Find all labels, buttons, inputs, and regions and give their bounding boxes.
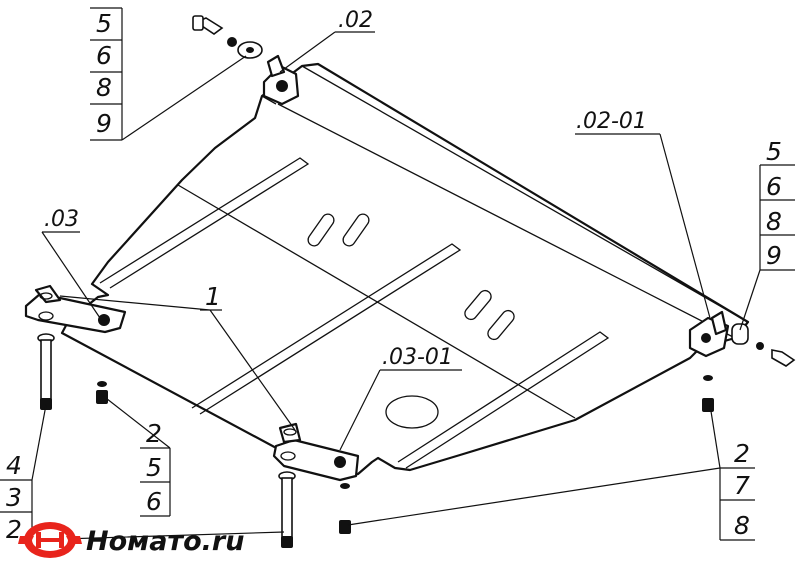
callout-5: 5 bbox=[766, 137, 782, 166]
callout-7: 7 bbox=[734, 471, 750, 500]
watermark-logo: Номато.ru bbox=[18, 522, 244, 558]
callout-group-top-left: 5 6 8 9 bbox=[96, 9, 112, 138]
callout-part-03: .03 bbox=[44, 207, 79, 232]
callout-2: 2 bbox=[146, 419, 162, 448]
callout-8: 8 bbox=[96, 73, 112, 102]
callout-group-right: 5 6 8 9 bbox=[766, 137, 782, 270]
hardware-right bbox=[731, 323, 796, 367]
callout-2: 2 bbox=[6, 515, 22, 544]
callout-6: 6 bbox=[766, 172, 782, 201]
callout-3: 3 bbox=[6, 483, 22, 512]
bracket-03-01 bbox=[272, 422, 360, 482]
callout-group-bottom-middle: 2 5 6 bbox=[146, 419, 162, 516]
callout-part-02-01: .02-01 bbox=[576, 109, 647, 134]
bracket-03 bbox=[24, 284, 127, 334]
callout-group-bottom-left: 4 3 2 bbox=[6, 451, 22, 544]
leader-lines bbox=[0, 7, 795, 545]
callout-5: 5 bbox=[146, 453, 162, 482]
callout-9: 9 bbox=[96, 109, 112, 138]
callout-6: 6 bbox=[146, 487, 162, 516]
callout-part-1: 1 bbox=[205, 282, 221, 311]
callout-9: 9 bbox=[766, 241, 782, 270]
callout-2: 2 bbox=[734, 439, 750, 468]
bracket-02 bbox=[262, 54, 300, 106]
callout-4: 4 bbox=[6, 451, 22, 480]
watermark-text: Номато.ru bbox=[86, 526, 244, 557]
bracket-02-01 bbox=[688, 310, 730, 358]
callout-8: 8 bbox=[734, 511, 750, 540]
callout-8: 8 bbox=[766, 207, 782, 236]
callout-part-03-01: .03-01 bbox=[382, 345, 453, 370]
callout-5: 5 bbox=[96, 9, 112, 38]
hardware-top-left bbox=[192, 15, 263, 59]
callout-part-02: .02 bbox=[338, 8, 373, 33]
callout-6: 6 bbox=[96, 41, 112, 70]
callout-group-bottom-right: 2 7 8 bbox=[734, 439, 750, 540]
